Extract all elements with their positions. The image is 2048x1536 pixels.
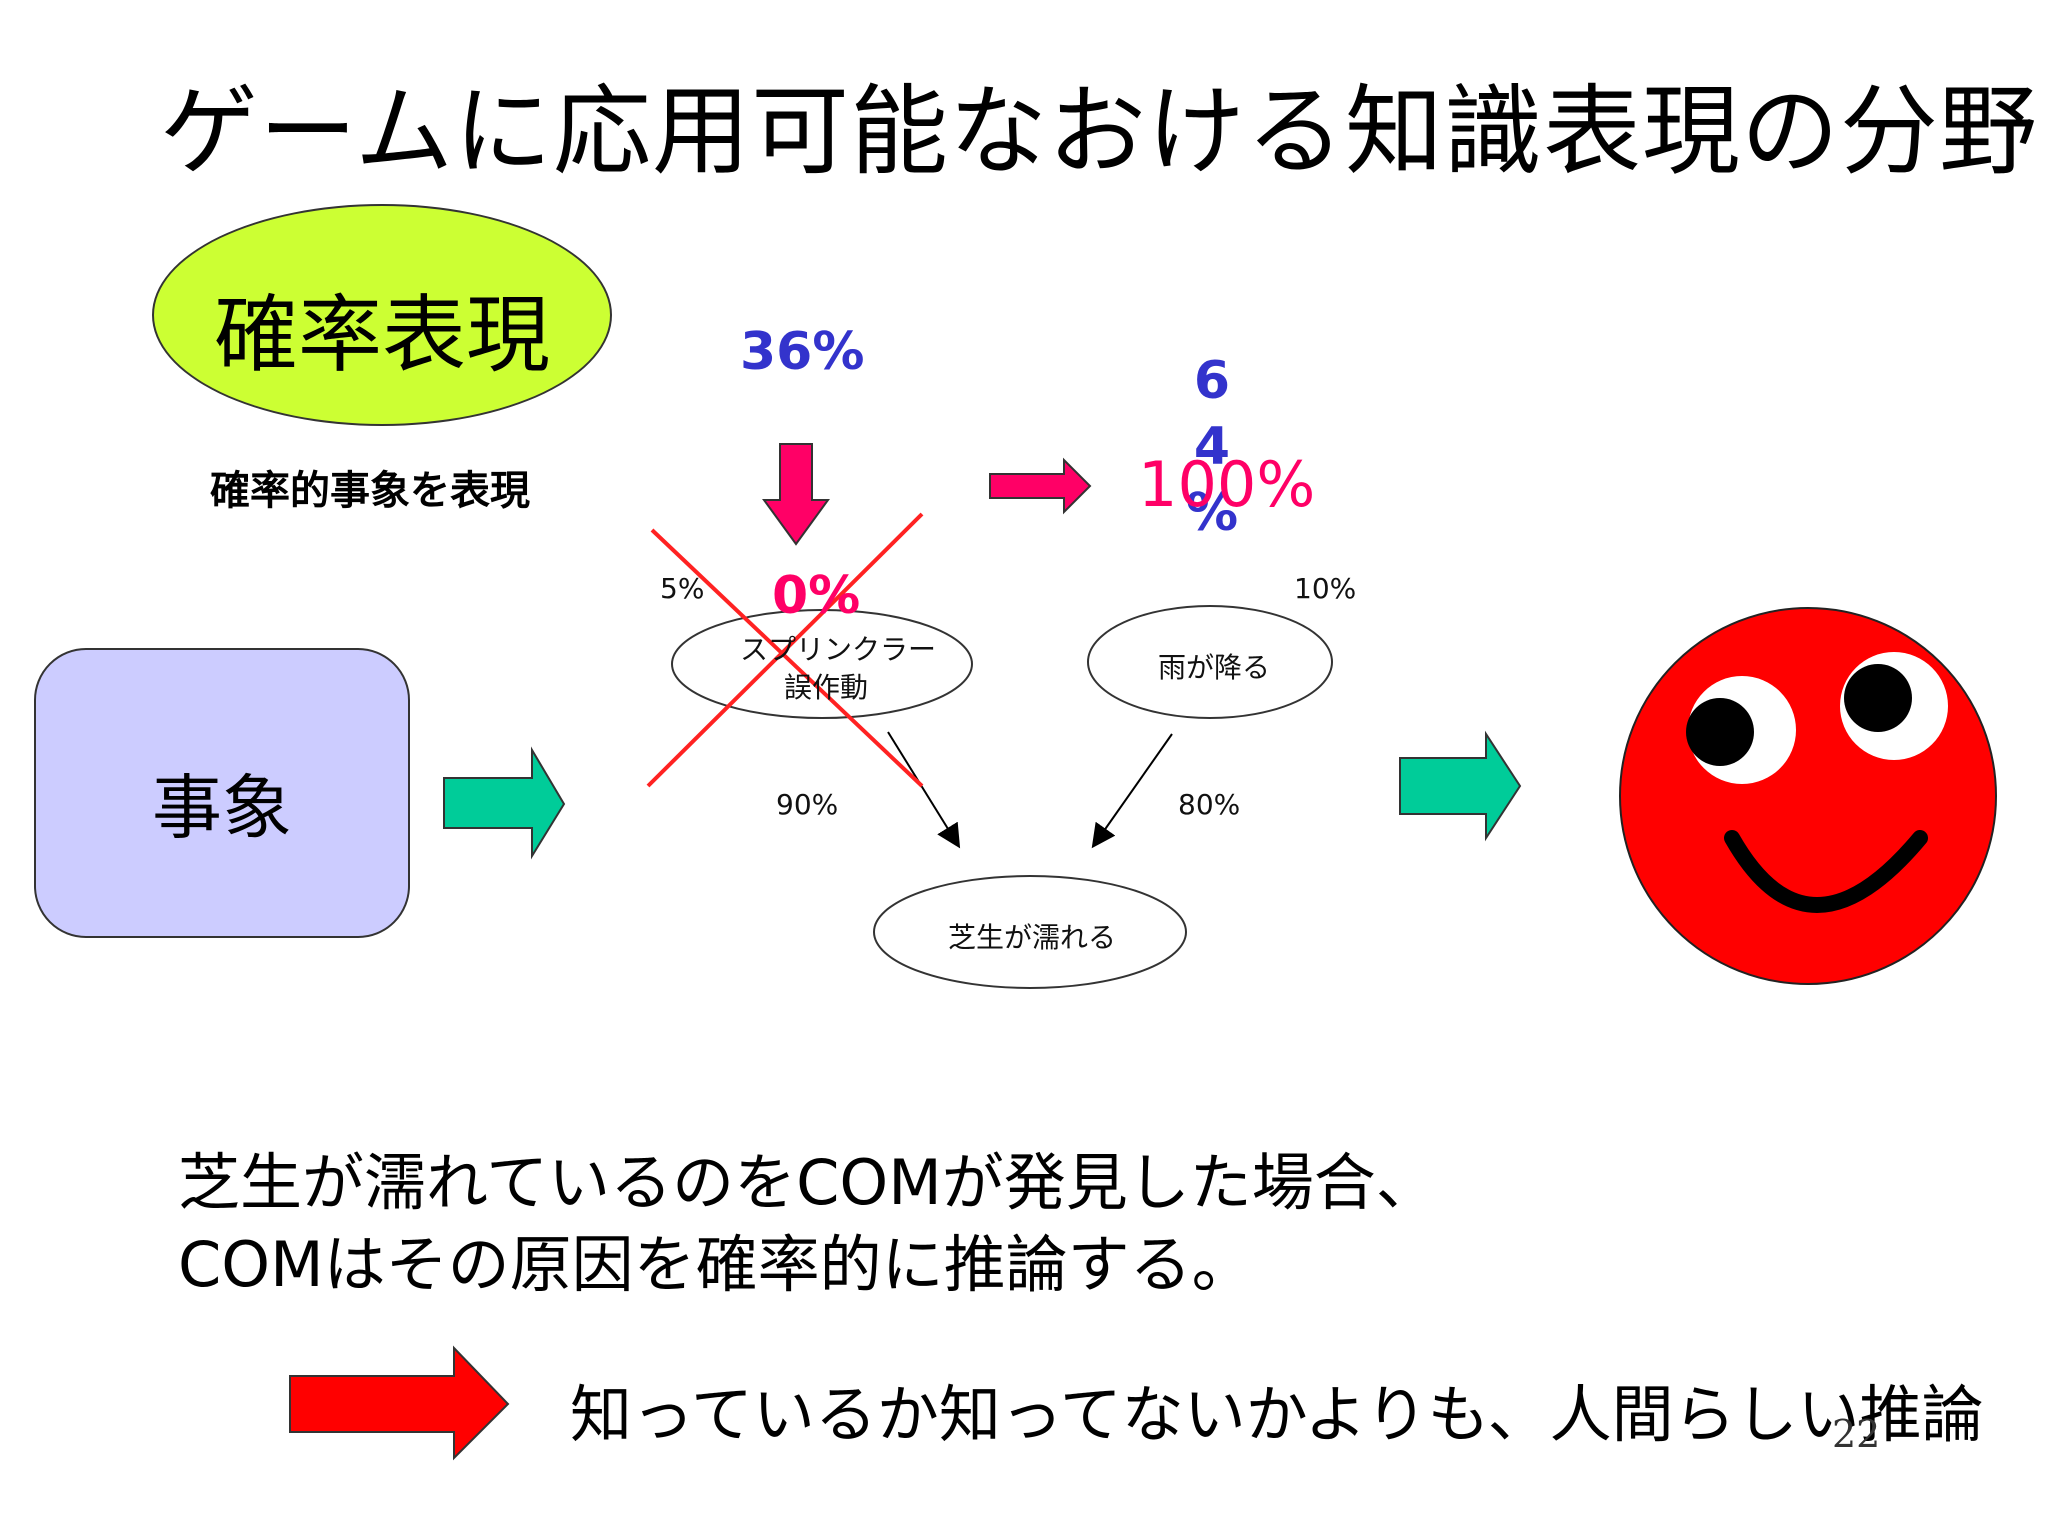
edge-rain-lawn xyxy=(1091,733,1173,849)
stacked-percent-char: 4 xyxy=(1193,417,1231,477)
node-sprinkler-label-line2: 誤作動 xyxy=(784,671,869,704)
category-ellipse xyxy=(152,204,612,426)
node-rain xyxy=(1087,605,1333,719)
smiley-face-icon xyxy=(1619,607,1997,985)
node-rain-label: 雨が降る xyxy=(1158,651,1271,684)
event-box xyxy=(34,648,410,938)
node-sprinkler-label-line1: スプリンクラー xyxy=(740,633,937,666)
edge-rain-lawn-label: 80% xyxy=(1178,788,1241,821)
teal-arrow-left xyxy=(443,746,566,860)
node-lawn xyxy=(873,875,1187,989)
edge-sprinkler-lawn xyxy=(887,731,961,849)
prior-rain-label: 10% xyxy=(1294,572,1357,605)
pink-right-arrow xyxy=(989,457,1092,515)
pink-percent: 100% xyxy=(1138,448,1316,521)
page-number: 22 xyxy=(1832,1412,1881,1456)
category-subtitle: 確率的事象を表現 xyxy=(210,468,530,514)
body-text-line: 芝生が濡れているのをCOMが発見した場合、 xyxy=(178,1146,1438,1219)
edge-sprinkler-lawn-label: 90% xyxy=(776,788,839,821)
slide-title: ゲームに応用可能なおける知識表現の分野 xyxy=(160,75,2039,189)
event-label: 事象 xyxy=(152,767,292,849)
stacked-percent-char: % xyxy=(1185,483,1239,543)
body-text-line: COMはその原因を確率的に推論する。 xyxy=(178,1228,1254,1301)
pink-down-arrow xyxy=(762,443,830,546)
node-sprinkler xyxy=(671,609,973,719)
teal-arrow-right xyxy=(1399,730,1522,842)
zero-percent: 0% xyxy=(772,566,861,626)
top-percent: 36% xyxy=(740,322,865,382)
stacked-percent: 6 4 % xyxy=(1182,348,1242,546)
conclusion-text: 知っているか知ってないかよりも、人間らしい推論 xyxy=(570,1378,1984,1451)
stacked-percent-char: 6 xyxy=(1193,351,1231,411)
category-label: 確率表現 xyxy=(213,286,550,384)
prior-sprinkler-label: 5% xyxy=(660,572,705,605)
node-lawn-label: 芝生が濡れる xyxy=(948,921,1117,954)
cross-line-1 xyxy=(650,528,924,788)
body-text: 芝生が濡れているのをCOMが発見した場合、 COMはその原因を確率的に推論する。 xyxy=(178,1142,1438,1306)
red-conclusion-arrow xyxy=(289,1345,510,1461)
cross-line-2 xyxy=(646,512,924,788)
